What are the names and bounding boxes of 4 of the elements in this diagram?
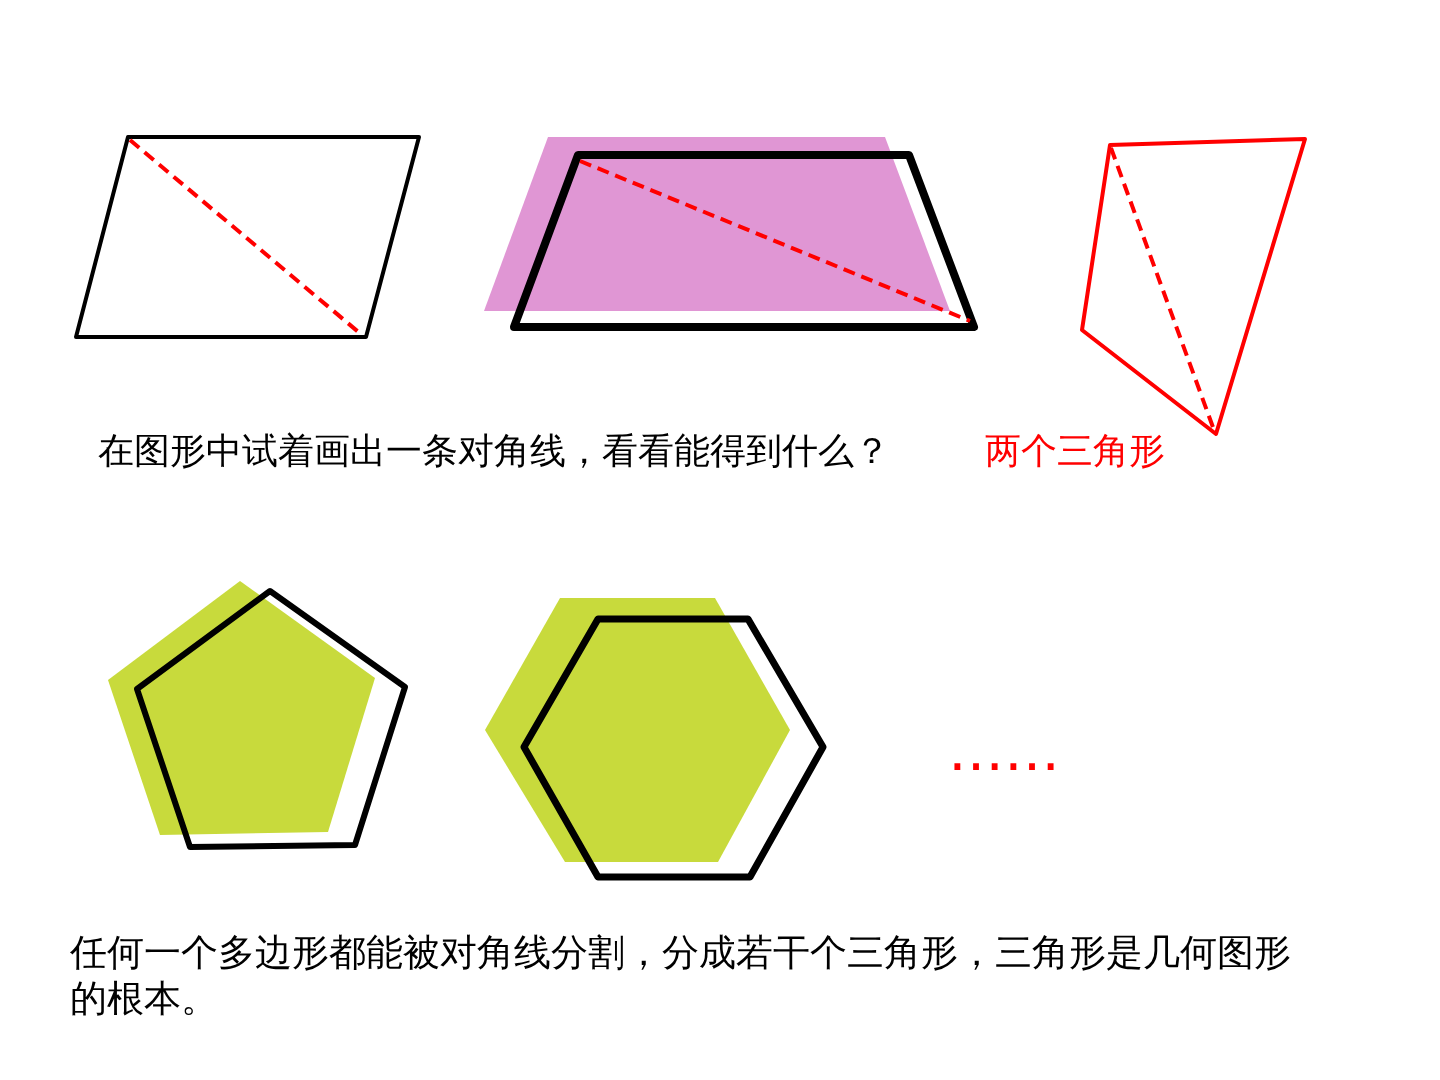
ellipsis-text: …… bbox=[948, 717, 1060, 785]
answer-text: 两个三角形 bbox=[985, 429, 1165, 473]
question-text: 在图形中试着画出一条对角线，看看能得到什么？ bbox=[98, 429, 890, 473]
conclusion-text: 任何一个多边形都能被对角线分割，分成若干个三角形，三角形是几何图形的根本。 bbox=[70, 930, 1292, 1023]
